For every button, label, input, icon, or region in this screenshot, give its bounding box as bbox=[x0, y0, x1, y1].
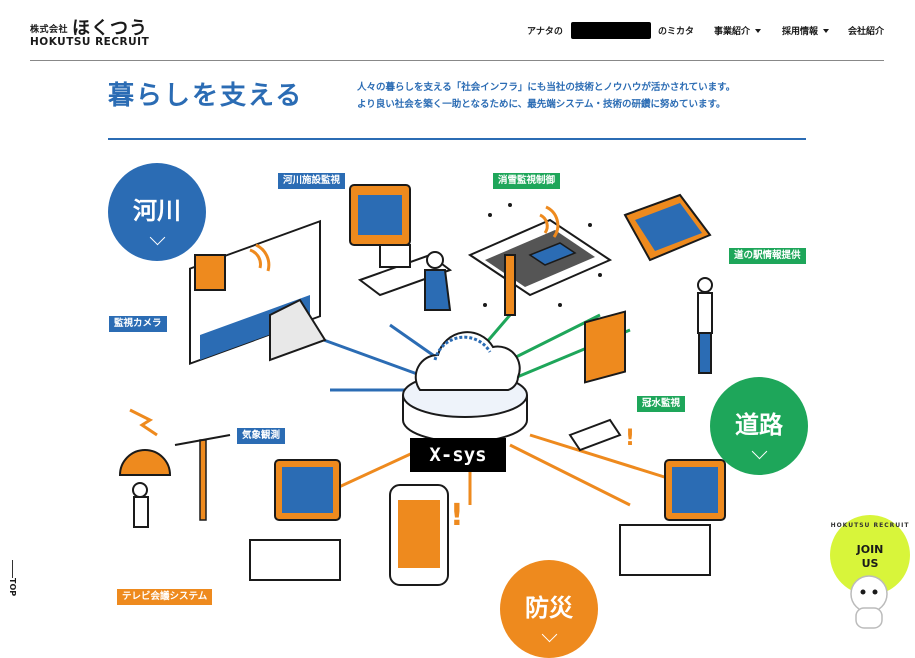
header-divider bbox=[30, 60, 884, 61]
label-snow-control: 消雪監視制御 bbox=[493, 173, 561, 189]
infrastructure-illustration: ! ! bbox=[118, 184, 726, 586]
nav-business[interactable]: 事業紹介 bbox=[714, 24, 762, 37]
disaster-phone-illustration: ! bbox=[389, 484, 464, 586]
logo-small: 株式会社 bbox=[30, 25, 69, 35]
flood-monitor-illustration: ! bbox=[568, 310, 635, 452]
category-road-button[interactable]: 道路 bbox=[710, 377, 808, 475]
snow-road-illustration bbox=[467, 203, 613, 316]
cloud-server-icon bbox=[402, 331, 528, 443]
label-river-facility: 河川施設監視 bbox=[278, 173, 346, 189]
label-flood: 冠水監視 bbox=[637, 396, 686, 412]
svg-text:!: ! bbox=[625, 426, 635, 451]
desc-line-1: 人々の暮らしを支える「社会インフラ」にも当社の技術とノウハウが活かされています。 bbox=[357, 82, 736, 93]
caret-down-icon bbox=[755, 29, 762, 33]
back-to-top-link[interactable]: TOP bbox=[8, 578, 17, 597]
category-river-button[interactable]: 河川 bbox=[108, 163, 206, 261]
desc-line-2: より良い社会を築く一助となるために、最先端システム・技術の研鑽に努めています。 bbox=[357, 99, 726, 110]
nav-recruit-label: 採用情報 bbox=[782, 27, 819, 37]
section-title: 暮らしを支える bbox=[108, 81, 304, 111]
category-disaster-button[interactable]: 防災 bbox=[500, 560, 598, 658]
nav-mikata-select[interactable] bbox=[571, 22, 651, 39]
operator-desk-illustration bbox=[349, 184, 453, 311]
section-description: 人々の暮らしを支える「社会インフラ」にも当社の技術とノウハウが活かされています。… bbox=[357, 79, 735, 113]
category-river-label: 河川 bbox=[133, 197, 181, 225]
top-arrow-icon bbox=[12, 560, 13, 578]
river-facility-illustration bbox=[189, 219, 327, 365]
xsys-badge: X-sys bbox=[410, 438, 506, 472]
tv-conference-illustration bbox=[249, 459, 726, 581]
svg-text:!: ! bbox=[450, 498, 464, 533]
logo-main: ほくつう bbox=[72, 18, 149, 39]
label-camera: 監視カメラ bbox=[109, 316, 167, 332]
nav-recruit[interactable]: 採用情報 bbox=[782, 24, 830, 37]
chevron-down-icon bbox=[149, 229, 165, 246]
join-us-button[interactable]: HOKUTSU RECRUIT JOIN US bbox=[830, 515, 910, 595]
mascot-icon bbox=[850, 575, 888, 629]
nav-anata-label: アナタの bbox=[527, 27, 563, 37]
join-line-1: JOIN bbox=[856, 543, 884, 556]
logo[interactable]: 株式会社ほくつう bbox=[30, 14, 148, 40]
label-weather: 気象観測 bbox=[237, 428, 286, 444]
category-disaster-label: 防災 bbox=[525, 594, 573, 622]
join-line-2: US bbox=[861, 557, 879, 570]
nav-mikata-label[interactable]: のミカタ bbox=[658, 27, 695, 37]
label-tv-conference: テレビ会議システム bbox=[117, 589, 213, 605]
join-ring-text: HOKUTSU RECRUIT bbox=[830, 522, 910, 529]
category-road-label: 道路 bbox=[735, 411, 783, 439]
label-michinoeki: 道の駅情報提供 bbox=[729, 248, 806, 264]
nav-business-label: 事業紹介 bbox=[714, 27, 751, 37]
logo-sub: HOKUTSU RECRUIT bbox=[30, 36, 150, 48]
nav-company[interactable]: 会社紹介 bbox=[848, 27, 885, 37]
chevron-down-icon bbox=[751, 443, 767, 460]
weather-station-illustration bbox=[118, 408, 231, 528]
section-divider bbox=[108, 138, 806, 140]
road-station-illustration bbox=[623, 193, 713, 374]
caret-down-icon bbox=[823, 29, 830, 33]
